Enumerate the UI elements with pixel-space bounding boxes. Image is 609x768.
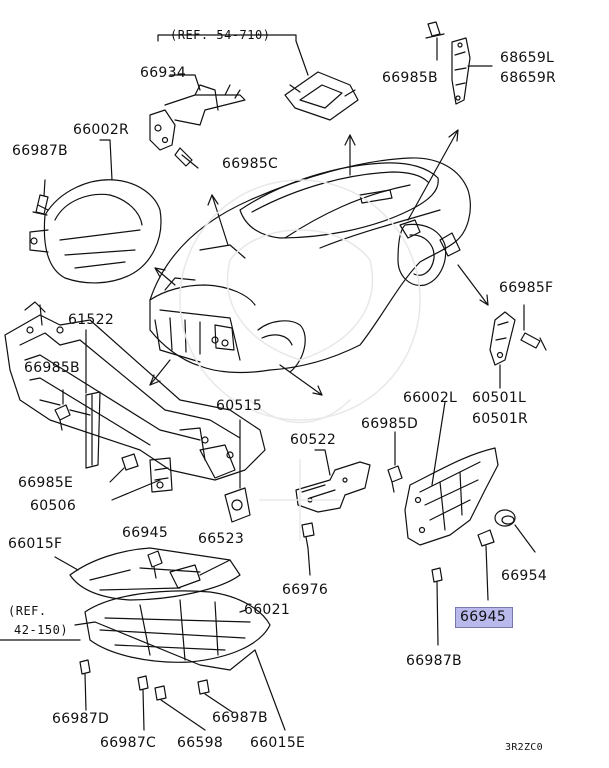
- part-label-66954[interactable]: 66954: [501, 568, 548, 584]
- bolt-66985B-mid: [54, 389, 71, 431]
- bolt-66985D: [387, 431, 403, 493]
- under-cover-66021: [84, 590, 271, 663]
- part-label-66985B-top[interactable]: 66985B: [382, 70, 438, 86]
- part-label-60501L[interactable]: 60501L: [472, 390, 527, 406]
- part-label-66976[interactable]: 66976: [282, 582, 329, 598]
- part-label-66598[interactable]: 66598: [177, 735, 224, 751]
- ref-label-left-line1: (REF.: [8, 604, 47, 618]
- part-label-66015E[interactable]: 66015E: [250, 735, 306, 751]
- part-label-66987C[interactable]: 66987C: [100, 735, 157, 751]
- part-label-66985C[interactable]: 66985C: [222, 156, 279, 172]
- diagram-code: 3R2ZC0: [505, 742, 543, 753]
- part-label-66985F[interactable]: 66985F: [499, 280, 554, 296]
- arrows: [149, 129, 489, 396]
- car-body-drawing: [149, 157, 471, 374]
- part-label-66945-highlighted[interactable]: 66945: [455, 607, 514, 628]
- watermark-emblem: [179, 179, 421, 541]
- bolt-66987B-right: [431, 567, 443, 646]
- part-66523: [169, 559, 231, 589]
- bolt-66985B-top: [425, 21, 445, 61]
- bracket-60501: [489, 311, 516, 389]
- ref-label-top: (REF. 54-710): [170, 28, 271, 42]
- under-cover-66015E: [74, 621, 286, 731]
- part-label-60506[interactable]: 60506: [30, 498, 77, 514]
- part-60515: [224, 419, 251, 523]
- bolt-66945-right: [477, 529, 495, 601]
- part-label-66985B-mid[interactable]: 66985B: [24, 360, 80, 376]
- ref-label-left-line2: 42-150): [14, 623, 69, 637]
- bolt-66987C: [137, 675, 149, 731]
- part-label-66015F[interactable]: 66015F: [8, 536, 63, 552]
- part-label-68659L[interactable]: 68659L: [500, 50, 555, 66]
- bolt-66976: [301, 522, 315, 576]
- tray-part: [284, 71, 359, 121]
- radiator-support: [4, 301, 266, 493]
- bolt-66987B-low: [197, 679, 233, 713]
- strut-61522: [85, 329, 101, 469]
- part-label-68659R[interactable]: 68659R: [500, 70, 557, 86]
- bracket-60522: [295, 449, 371, 513]
- part-label-66987D[interactable]: 66987D: [52, 711, 110, 727]
- bolt-66987D: [79, 659, 91, 711]
- part-label-66987B-low[interactable]: 66987B: [212, 710, 268, 726]
- part-label-66985D[interactable]: 66985D: [361, 416, 419, 432]
- part-label-61522[interactable]: 61522: [68, 312, 115, 328]
- bracket-66934: [149, 84, 246, 169]
- part-label-66021[interactable]: 66021: [244, 602, 291, 618]
- shield-66002R: [29, 179, 162, 284]
- part-label-66002R[interactable]: 66002R: [73, 122, 130, 138]
- part-label-66985E[interactable]: 66985E: [18, 475, 74, 491]
- part-66954: [494, 509, 536, 553]
- part-label-66523[interactable]: 66523: [198, 531, 245, 547]
- under-cover-66015F: [54, 547, 241, 601]
- bolt-66945-left: [147, 550, 163, 579]
- part-label-66945-left[interactable]: 66945: [122, 525, 169, 541]
- part-label-60522[interactable]: 60522: [290, 432, 337, 448]
- shield-66002L: [404, 447, 499, 546]
- bolt-66985E: [109, 453, 139, 483]
- part-label-60501R[interactable]: 60501R: [472, 411, 529, 427]
- bracket-68659: [451, 37, 493, 105]
- bolt-66598: [154, 685, 206, 731]
- bolt-66985F: [520, 304, 547, 351]
- part-label-66002L[interactable]: 66002L: [403, 390, 458, 406]
- part-label-60515[interactable]: 60515: [216, 398, 263, 414]
- part-label-66987B-right[interactable]: 66987B: [406, 653, 462, 669]
- part-label-66987B-top[interactable]: 66987B: [12, 143, 68, 159]
- bolt-66987B-top: [32, 179, 49, 216]
- part-label-66934[interactable]: 66934: [140, 65, 187, 81]
